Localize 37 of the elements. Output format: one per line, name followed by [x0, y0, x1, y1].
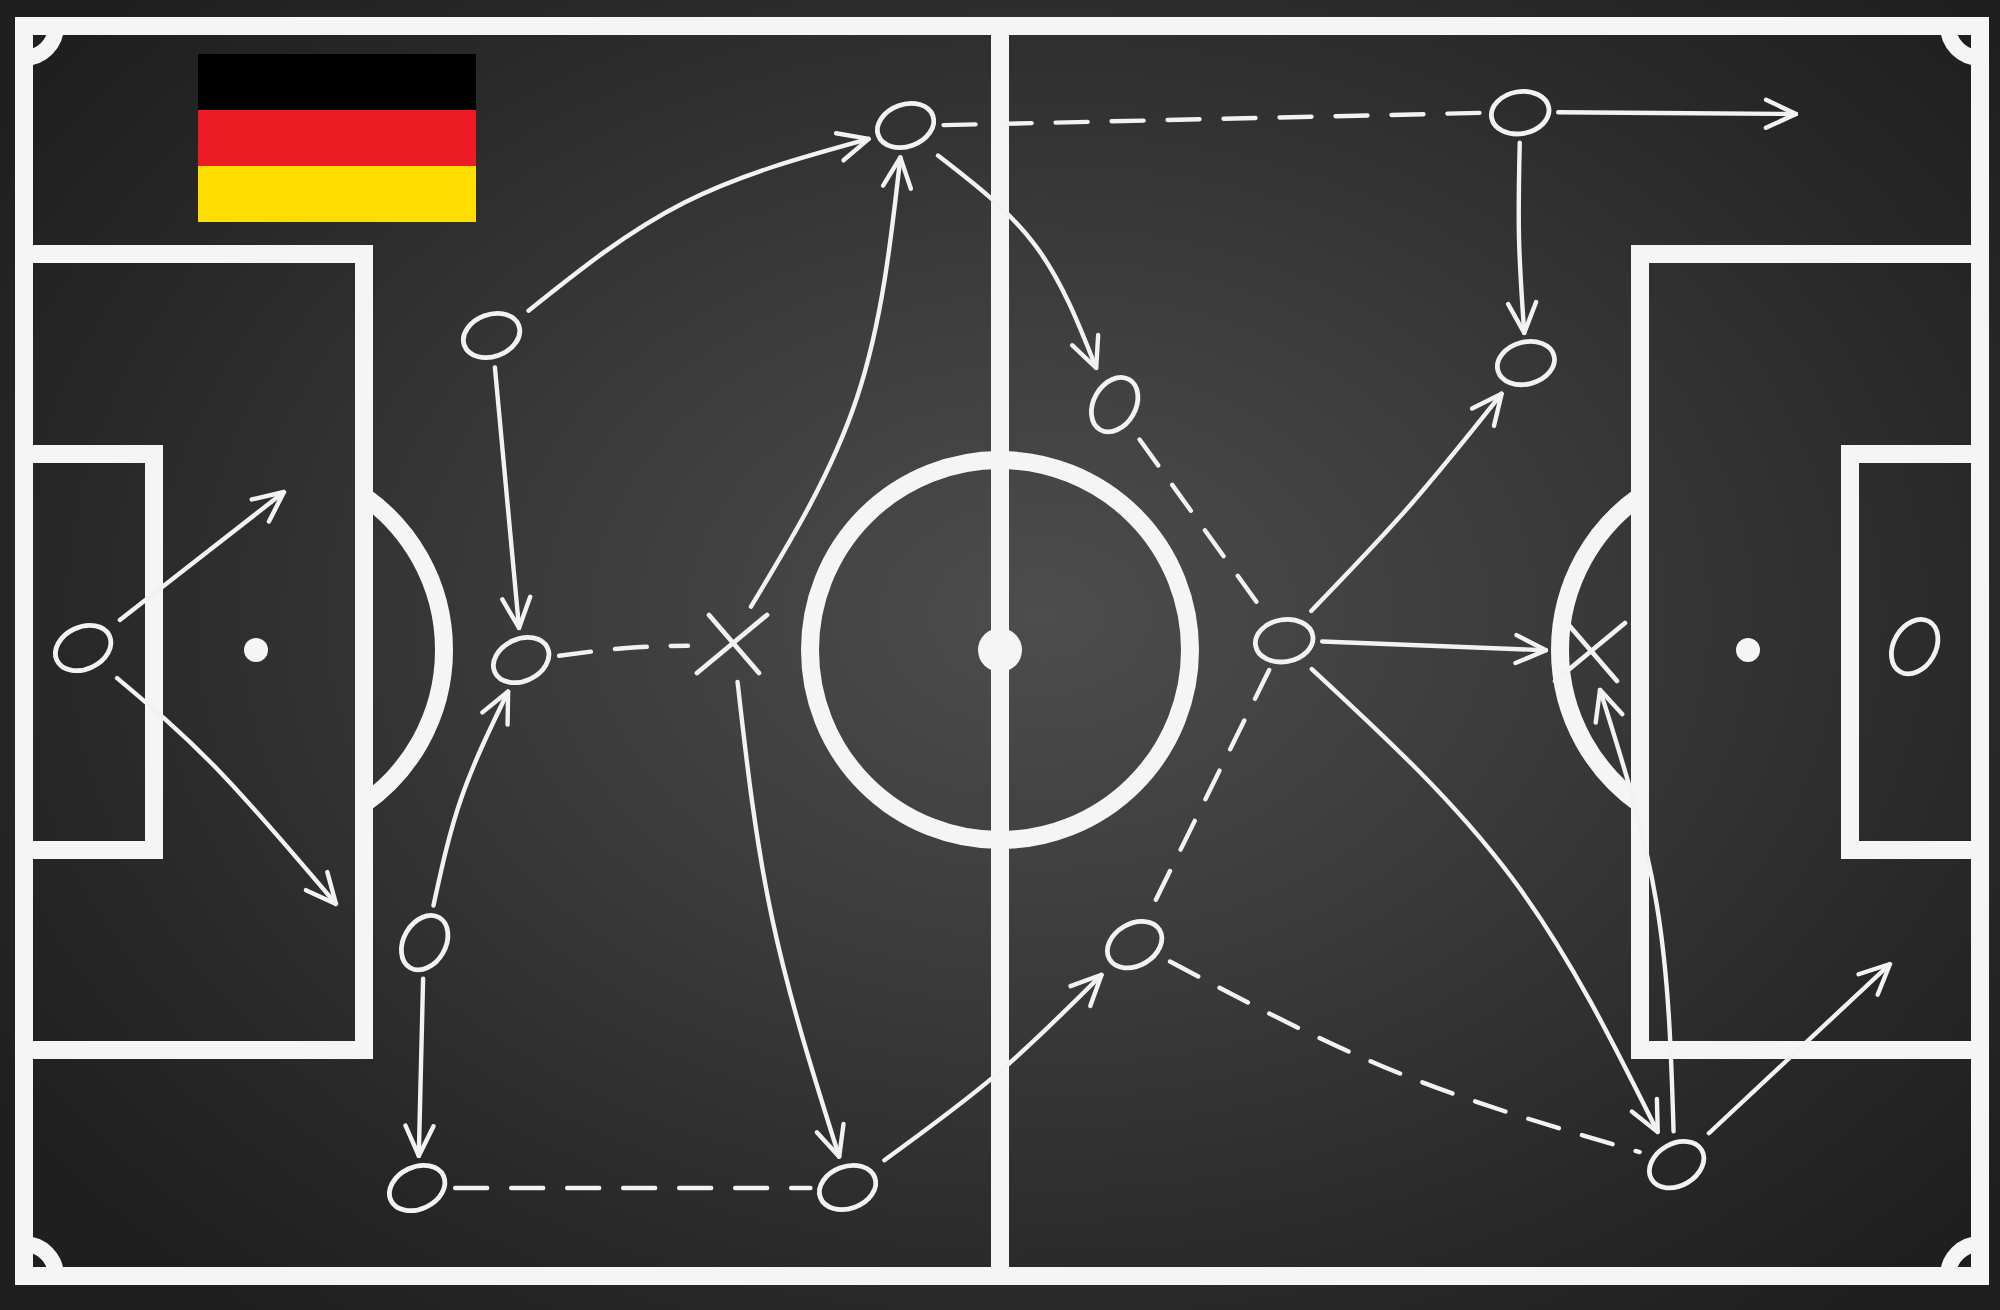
dashed-line: [941, 110, 1484, 128]
player-circle: [1494, 338, 1558, 389]
arrow: [1706, 961, 1893, 1136]
cross-mark: [1552, 620, 1628, 684]
arrow: [882, 972, 1104, 1163]
arrow: [114, 675, 339, 907]
player-circle: [397, 911, 451, 973]
player-circle: [1087, 373, 1141, 435]
arrow: [935, 153, 1101, 371]
player-circle: [460, 310, 524, 362]
arrow: [1309, 666, 1660, 1135]
arrow: [526, 131, 871, 313]
player-circle: [1103, 917, 1165, 971]
dashed-line: [556, 643, 691, 658]
player-circle: [874, 100, 938, 152]
player-circle: [1251, 615, 1317, 665]
arrow: [1505, 140, 1539, 336]
arrow: [431, 689, 511, 908]
player-circle: [1645, 1137, 1707, 1191]
arrow: [1309, 391, 1504, 614]
player-circle: [816, 1162, 880, 1214]
dashed-line: [1167, 959, 1642, 1155]
arrow: [1320, 632, 1549, 666]
player-circle: [52, 621, 116, 674]
player-circle: [1887, 615, 1941, 677]
player-circle: [386, 1161, 450, 1214]
arrow: [117, 489, 287, 623]
arrow: [492, 365, 533, 631]
arrow: [403, 976, 436, 1159]
arrow: [735, 679, 846, 1159]
dashed-line: [452, 1185, 813, 1191]
player-circle: [490, 633, 554, 686]
arrow: [1556, 97, 1799, 130]
player-circle: [1487, 87, 1553, 137]
arrow: [1593, 687, 1676, 1134]
cross-mark: [694, 612, 770, 676]
arrow: [748, 155, 914, 609]
